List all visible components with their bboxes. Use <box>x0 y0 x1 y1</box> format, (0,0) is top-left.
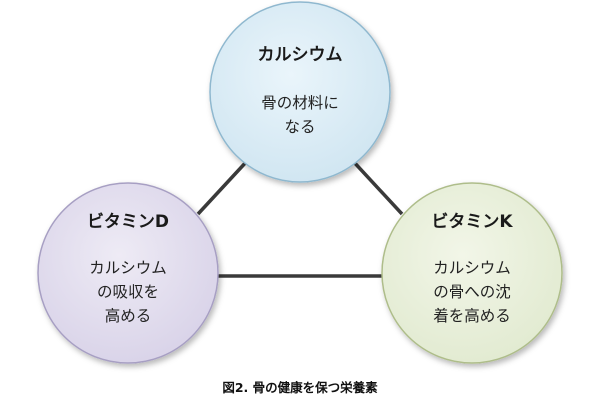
node-calcium-line-2: なる <box>284 118 315 136</box>
node-vitamin-d-title: ビタミンD <box>87 212 169 232</box>
node-vitamin-d-circle <box>37 182 219 364</box>
node-vitamin-d: ビタミンD カルシウム の吸収を 高める <box>37 182 219 364</box>
node-vitamin-k-circle <box>381 182 563 364</box>
node-calcium-title: カルシウム <box>258 45 343 65</box>
node-calcium: カルシウム 骨の材料に なる <box>209 1 391 183</box>
figure-caption: 図2. 骨の健康を保つ栄養素 <box>222 380 378 395</box>
node-vitamin-k-line-2: の骨への沈 <box>433 283 511 301</box>
node-vitamin-k-line-3: 着を高める <box>433 307 511 325</box>
node-vitamin-k-title: ビタミンK <box>431 212 513 232</box>
connector-lines <box>196 158 404 278</box>
node-vitamin-k-line-1: カルシウム <box>433 259 511 277</box>
node-vitamin-k: ビタミンK カルシウム の骨への沈 着を高める <box>381 182 563 364</box>
node-vitamin-d-line-2: の吸収を <box>97 283 159 301</box>
node-vitamin-d-line-1: カルシウム <box>89 259 167 277</box>
edge-calcium-vitamin-d <box>196 158 250 216</box>
edge-calcium-vitamin-k <box>350 158 404 216</box>
node-vitamin-d-line-3: 高める <box>105 307 152 325</box>
node-calcium-circle <box>209 1 391 183</box>
node-calcium-line-1: 骨の材料に <box>261 94 339 112</box>
